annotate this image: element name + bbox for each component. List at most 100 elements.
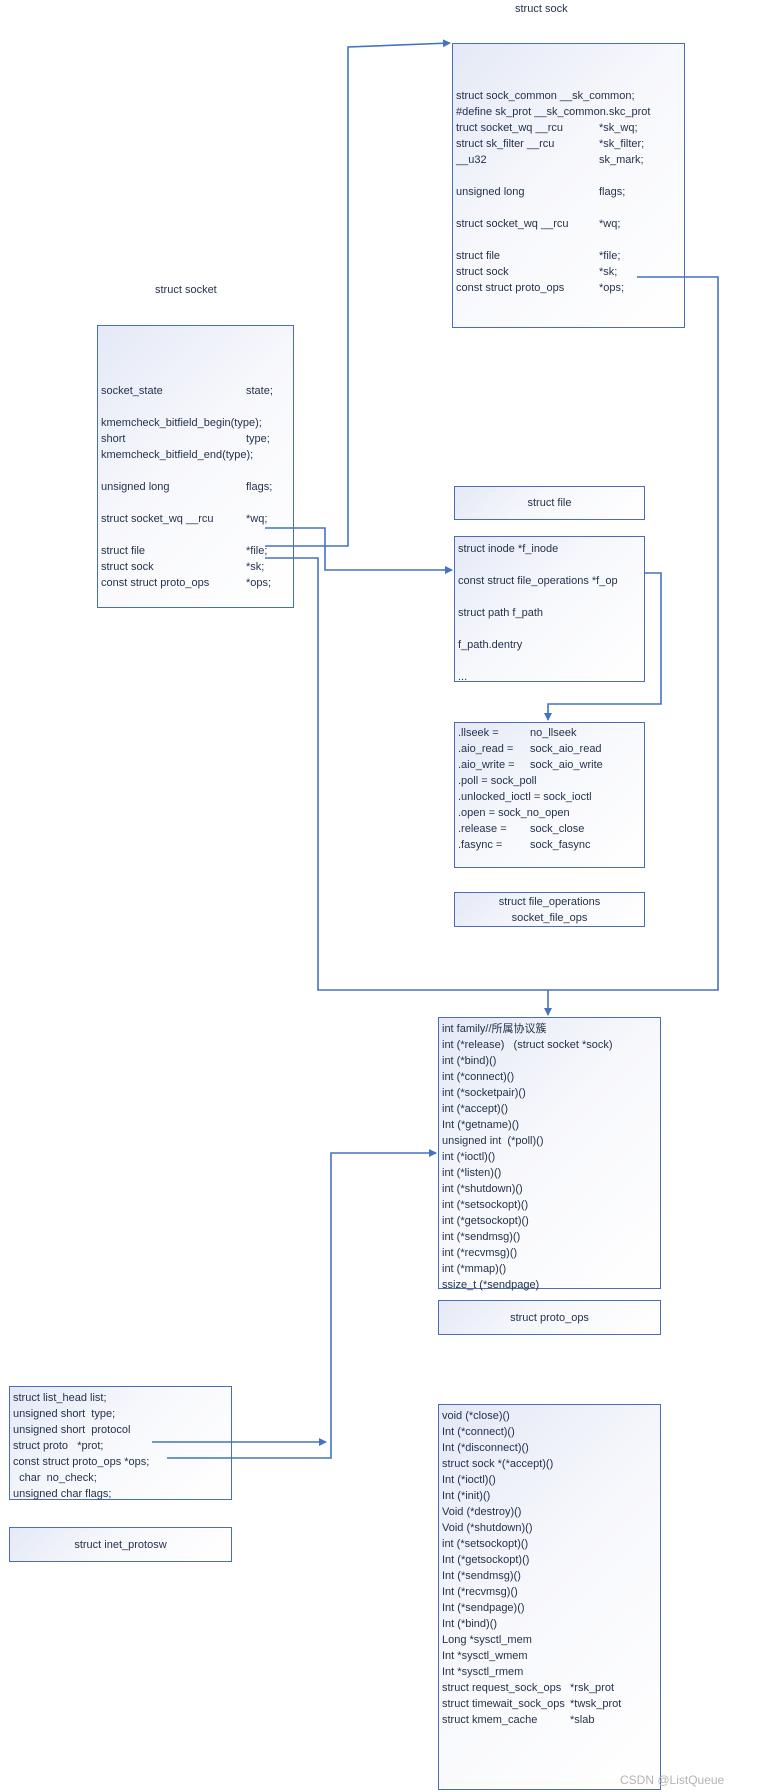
proto_ops-field-name: unsigned int (*poll)() — [442, 1135, 544, 1147]
proto_ops-field-line: int (*connect)() — [442, 1069, 514, 1085]
proto-field-name: void (*close)() — [442, 1410, 510, 1422]
proto-field-line: struct timewait_sock_ops *twsk_prot — [442, 1696, 621, 1712]
socket-field-name: short — [101, 433, 126, 445]
socket-field-name: unsigned long — [101, 481, 170, 493]
sock-field-name: __u32 — [456, 154, 487, 166]
proto-ops-caption: struct proto_ops — [438, 1300, 661, 1335]
proto_ops-field-line: int (*ioctl)() — [442, 1149, 495, 1165]
proto_ops-field-line: ssize_t (*sendpage) — [442, 1277, 539, 1293]
file-operations-box: .llseek = no_llseek .aio_read =sock_aio_re… — [454, 722, 645, 868]
proto-field-name: Void (*shutdown)() — [442, 1522, 533, 1534]
fops-field-value: sock_close — [530, 823, 585, 835]
struct-sock-title: struct sock — [515, 3, 568, 15]
proto-field-value: *rsk_prot — [570, 1682, 615, 1694]
proto-field-name: Int (*sendmsg)() — [442, 1570, 521, 1582]
fops-field-line: .llseek = no_llseek — [458, 725, 576, 741]
file-field-name: f_path.dentry — [458, 639, 523, 651]
proto_ops-field-name: ssize_t (*sendpage) — [442, 1279, 540, 1291]
proto_ops-field-name: Int (*getname)() — [442, 1119, 520, 1131]
struct-socket-title: struct socket — [155, 284, 217, 296]
proto-field-name: Int (*ioctl)() — [442, 1474, 496, 1486]
socket-field-name: struct sock — [101, 561, 154, 573]
socket-field-line: struct file*file; — [101, 543, 267, 559]
proto_ops-field-line: int (*accept)() — [442, 1101, 508, 1117]
inet-field-name: const struct proto_ops *ops; — [13, 1456, 150, 1468]
sock-field-value: *sk; — [599, 266, 618, 278]
inet-field-name: unsigned short type; — [13, 1408, 116, 1420]
socket-field-value: *wq; — [246, 513, 268, 525]
file-field-name: struct inode *f_inode — [458, 543, 559, 555]
proto-field-line: Int *sysctl_rmem — [442, 1664, 523, 1680]
fops-field-value: sock_fasync — [530, 839, 591, 851]
proto-field-line: struct request_sock_ops*rsk_prot — [442, 1680, 614, 1696]
proto-field-line: Long *sysctl_mem — [442, 1632, 532, 1648]
proto-field-line: Int *sysctl_wmem — [442, 1648, 528, 1664]
file-field-name: ... — [458, 671, 468, 683]
sk-to-sock-arrow — [265, 39, 451, 547]
inet-field-line: unsigned char flags; — [13, 1486, 111, 1502]
proto-field-value: *slab — [570, 1714, 595, 1726]
sock-field-value: *file; — [599, 250, 621, 262]
sock-field-value: *sk_filter; — [599, 138, 645, 150]
proto-field-name: Int (*connect)() — [442, 1426, 515, 1438]
sock-field-name: truct socket_wq __rcu — [456, 122, 563, 134]
fops-field-name: .unlocked_ioctl = sock_ioctl — [458, 791, 592, 803]
fops-field-name: .release = — [458, 823, 507, 835]
socket-field-value: *sk; — [246, 561, 265, 573]
file-field-line: f_path.dentry — [458, 637, 522, 653]
proto-field-line: struct sock *(*accept)() — [442, 1456, 553, 1472]
fops-field-line: .fasync = sock_fasync — [458, 837, 591, 853]
proto_ops-field-name: int (*mmap)() — [442, 1263, 507, 1275]
sock-field-name: struct sk_filter __rcu — [456, 138, 555, 150]
sock-field-value: *ops; — [599, 282, 625, 294]
proto-field-value: *twsk_prot — [570, 1698, 622, 1710]
inet-field-line: struct proto *prot; — [13, 1438, 103, 1454]
proto_ops-field-name: int (*sendmsg)() — [442, 1231, 521, 1243]
socket-field-line: short type; — [101, 431, 270, 447]
proto-field-line: Int (*ioctl)() — [442, 1472, 496, 1488]
sock-field-value: flags; — [599, 186, 626, 198]
proto-field-name: Int (*bind)() — [442, 1618, 498, 1630]
fops-field-value: no_llseek — [530, 727, 577, 739]
proto-field-line: Int (*recvmsg)() — [442, 1584, 518, 1600]
fops-field-name: .llseek = — [458, 727, 499, 739]
proto_ops-field-line: int (*release) (struct socket *sock) — [442, 1037, 613, 1053]
file-field-line: const struct file_operations *f_op — [458, 573, 618, 589]
file-field-name: struct path f_path — [458, 607, 543, 619]
proto-field-name: struct timewait_sock_ops — [442, 1698, 565, 1710]
inet-field-line: unsigned short type; — [13, 1406, 115, 1422]
socket-field-name: kmemcheck_bitfield_begin(type); — [101, 417, 262, 429]
sock-field-name: struct file — [456, 250, 501, 262]
sock-field-name: struct socket_wq __rcu — [456, 218, 569, 230]
inet-protosw-box: struct list_head list; unsigned short typ… — [9, 1386, 232, 1500]
proto-field-line: Void (*shutdown)() — [442, 1520, 533, 1536]
proto_ops-field-line: int family//所属协议簇 — [442, 1021, 547, 1037]
struct-file-caption: struct file — [454, 486, 645, 520]
fops-field-line: .aio_read =sock_aio_read — [458, 741, 602, 757]
inet-field-name: unsigned char flags; — [13, 1488, 112, 1500]
fops-field-name: .poll = sock_poll — [458, 775, 537, 787]
sock-field-line: struct socket_wq __rcu*wq; — [456, 216, 620, 232]
inet-field-line: unsigned short protocol — [13, 1422, 130, 1438]
proto-field-name: int (*setsockopt)() — [442, 1538, 529, 1550]
socket-field-value: type; — [246, 433, 270, 445]
proto_ops-field-line: int (*setsockopt)() — [442, 1197, 528, 1213]
proto_ops-field-name: int (*ioctl)() — [442, 1151, 496, 1163]
sock-field-name: const struct proto_ops — [456, 282, 565, 294]
fops-field-name: .fasync = — [458, 839, 503, 851]
socket-field-value: flags; — [246, 481, 273, 493]
inet-field-name: struct list_head list; — [13, 1392, 107, 1404]
fops-field-value: sock_aio_read — [530, 743, 602, 755]
proto_ops-field-line: unsigned int (*poll)() — [442, 1133, 544, 1149]
fops-field-line: .poll = sock_poll — [458, 773, 537, 789]
sock-field-name: unsigned long — [456, 186, 525, 198]
proto_ops-field-line: int (*bind)() — [442, 1053, 496, 1069]
inet-field-line: char no_check; — [13, 1470, 97, 1486]
socket-ops-to-proto-ops-line — [265, 557, 548, 991]
f-op-to-fops-arrow — [544, 572, 662, 721]
file-field-name: const struct file_operations *f_op — [458, 575, 618, 587]
proto-field-line: int (*setsockopt)() — [442, 1536, 528, 1552]
